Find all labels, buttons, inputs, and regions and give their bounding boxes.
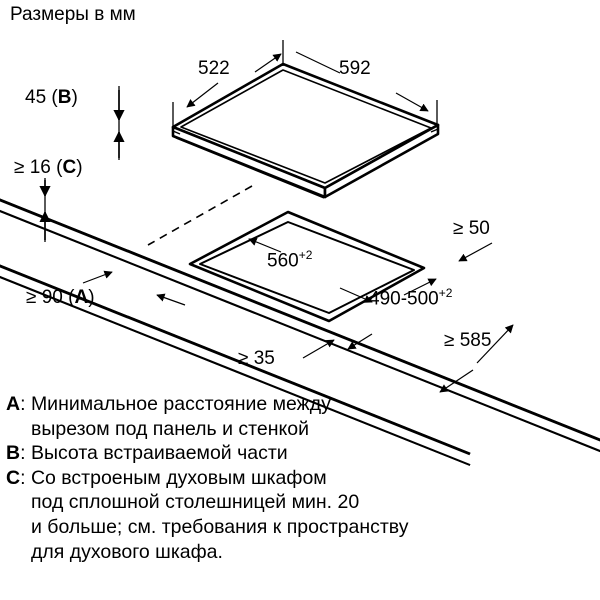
- legend-key-c: C: [6, 466, 21, 489]
- dimension-label-90-A: ≥ 90 (A): [26, 287, 95, 308]
- legend-item-b: B: Высота встраиваемой части: [6, 441, 600, 466]
- legend-separator-c: :: [20, 466, 26, 489]
- tolerance-superscript-560: +2: [298, 248, 313, 262]
- projection-dashed-line: [147, 185, 253, 246]
- dimension-line-35: [302, 339, 335, 359]
- dimension-line-490-500: [347, 278, 437, 350]
- legend: A: Минимальное расстояние между вырезом …: [6, 392, 600, 564]
- legend-separator-b: :: [20, 442, 26, 465]
- tolerance-superscript-490-500: +2: [438, 286, 453, 300]
- legend-key-a: A: [6, 393, 21, 415]
- legend-text-c-line4: для духового шкафа.: [31, 540, 223, 563]
- legend-text-c-line3: и больше; см. требования к пространству: [31, 515, 409, 538]
- dimension-label-45-B: 45 (B): [25, 87, 78, 108]
- dimension-line-592: [295, 51, 438, 127]
- legend-separator-a: :: [20, 393, 26, 415]
- legend-text-c-line1: Со встроеным духовым шкафом: [30, 466, 327, 489]
- page-title: Размеры в мм: [10, 4, 136, 25]
- dimension-label-16-C: ≥ 16 (C): [14, 157, 83, 178]
- dimension-line-90-A: [82, 270, 186, 306]
- legend-text-a-line1: Минимальное расстояние между: [30, 393, 331, 415]
- countertop-slab: [0, 198, 600, 466]
- dimension-line-45-B: [113, 86, 125, 160]
- dimension-label-522: 522: [198, 58, 230, 79]
- dimension-line-50: [458, 242, 493, 262]
- dimension-line-522: [172, 40, 284, 129]
- dimension-label-50: ≥ 50: [453, 218, 490, 239]
- legend-text-b-line1: Высота встраиваемой части: [30, 442, 288, 465]
- dimension-line-560: [248, 237, 373, 303]
- legend-text-a-line2: вырезом под панель и стенкой: [31, 417, 309, 440]
- legend-key-b: B: [6, 442, 21, 465]
- dimension-label-35: ≥ 35: [238, 348, 275, 369]
- legend-item-c: C: Со встроеным духовым шкафом: [6, 466, 600, 491]
- dimension-label-490-500: 490-500+2: [369, 286, 453, 310]
- legend-item-a: A: Минимальное расстояние между: [6, 392, 600, 417]
- legend-text-c-line2: под сплошной столешницей мин. 20: [31, 491, 360, 514]
- hob-panel: [171, 62, 440, 199]
- dimension-label-560: 560+2: [267, 248, 313, 272]
- dimension-line-585: [439, 324, 514, 393]
- dimension-label-585: ≥ 585: [444, 330, 492, 351]
- dimension-label-592: 592: [339, 58, 371, 79]
